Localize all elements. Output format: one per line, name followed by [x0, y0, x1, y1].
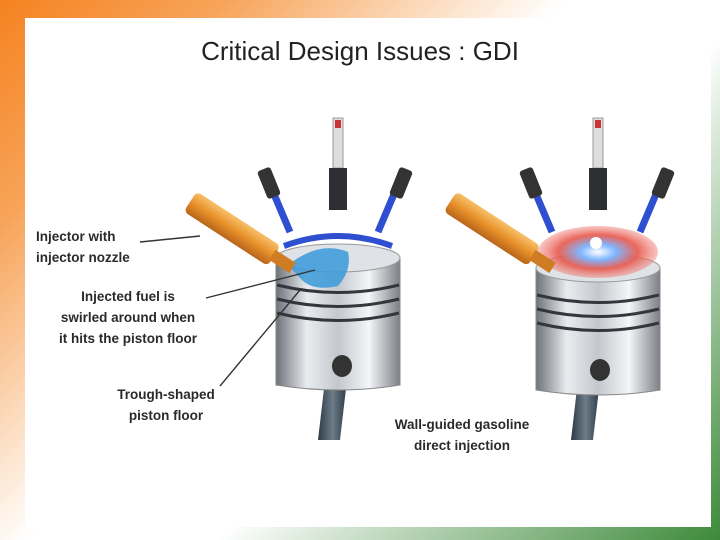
slide-title: Critical Design Issues : GDI — [0, 36, 720, 67]
title-text: Critical Design Issues : GDI — [201, 36, 519, 66]
injector-left — [185, 193, 296, 273]
chamber-roof-left — [282, 233, 394, 249]
fuel-spray — [288, 248, 349, 288]
label-injector-line-1: Injector with — [36, 229, 116, 244]
callout-injector — [139, 235, 201, 243]
spark-plug-tip-left — [335, 120, 341, 128]
wrist-pin-right — [590, 359, 610, 381]
left-engine — [185, 117, 413, 440]
injector-right — [445, 193, 556, 273]
right-engine — [445, 117, 675, 440]
label-fuel-line-3: it hits the piston floor — [59, 331, 197, 346]
caption-line-2: direct injection — [413, 438, 511, 453]
spark-plug-tip-right — [595, 120, 601, 128]
caption-line-1: Wall-guided gasoline — [394, 417, 530, 432]
label-fuel: Injected fuel is swirled around when it … — [48, 286, 208, 349]
label-fuel-line-2: swirled around when — [60, 310, 196, 325]
label-injector: Injector with injector nozzle — [36, 226, 130, 268]
combustion-cloud — [538, 226, 658, 278]
connecting-rod-left — [318, 380, 347, 440]
wrist-pin-left — [332, 355, 352, 377]
caption: Wall-guided gasoline direct injection — [384, 414, 540, 456]
spark-plug-body-left — [329, 168, 347, 210]
valve-stem-right-2 — [651, 167, 675, 199]
callout-fuel — [205, 269, 316, 299]
label-trough-line-1: Trough-shaped — [117, 387, 215, 402]
label-trough: Trough-shaped piston floor — [110, 384, 222, 426]
label-injector-line-2: injector nozzle — [36, 250, 130, 265]
valve-stem-left-2 — [389, 167, 413, 199]
callout-lines — [139, 235, 316, 387]
valve-stem-right-1 — [519, 167, 543, 199]
spark-glow — [590, 237, 602, 249]
label-trough-line-2: piston floor — [128, 408, 204, 423]
valve-stem-left-1 — [257, 167, 281, 199]
spark-plug-body-right — [589, 168, 607, 210]
piston-rings-right — [536, 293, 660, 332]
callout-trough — [219, 289, 301, 387]
label-fuel-line-1: Injected fuel is — [81, 289, 175, 304]
